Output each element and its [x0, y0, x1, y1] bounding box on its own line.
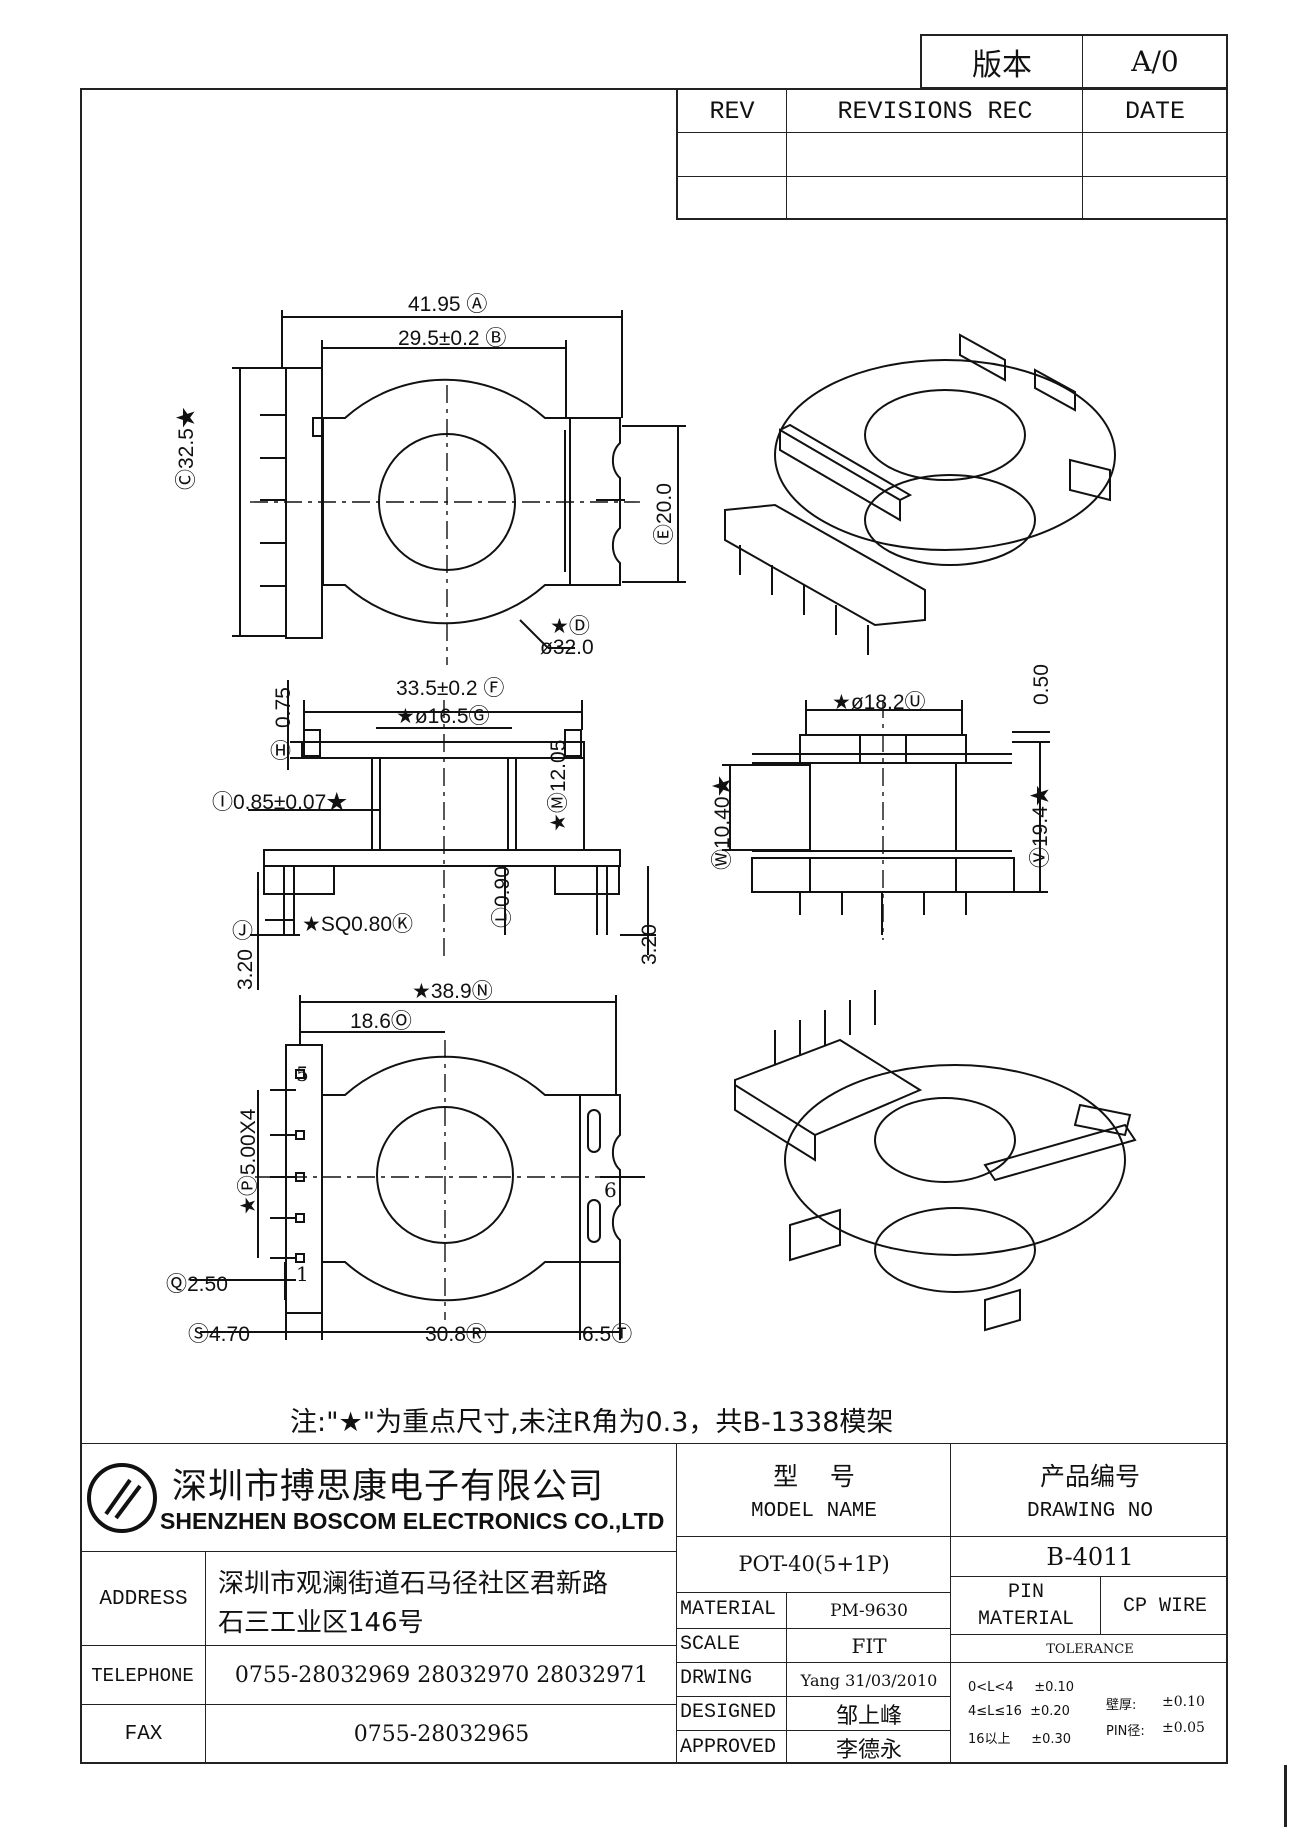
address-line-2: 石三工业区146号: [218, 1608, 424, 1638]
dim-q: Ⓠ2.50: [166, 1273, 228, 1296]
dim-a: 41.95 Ⓐ: [408, 293, 488, 316]
pin-5-label: 5: [296, 1062, 309, 1086]
model-label-cn: 型 号: [773, 1462, 855, 1491]
dim-o: 18.6Ⓞ: [350, 1010, 412, 1033]
version-label: 版本: [972, 47, 1032, 83]
tolerance-row-2: 4≤L≤16 ±0.20: [968, 1704, 1070, 1719]
dim-i: Ⓘ0.85±0.07★: [212, 791, 348, 814]
revisions-table: [676, 88, 1228, 220]
designed-value: 邹上峰: [835, 1704, 902, 1729]
wall-thickness-label: 壁厚:: [1106, 1698, 1137, 1713]
drawing-note: 注:"★"为重点尺寸,未注R角为0.3，共B-1338模架: [290, 1407, 894, 1438]
scale-value: FIT: [851, 1634, 887, 1658]
fax-value: 0755-28032965: [353, 1722, 530, 1747]
dim-s: Ⓢ4.70: [188, 1323, 250, 1346]
side-view: [248, 680, 656, 990]
dim-b: 29.5±0.2 Ⓑ: [398, 327, 507, 350]
drawing-no-label-cn: 产品编号: [1039, 1462, 1140, 1491]
model-label-en: MODEL NAME: [750, 1499, 878, 1523]
date-header: DATE: [1124, 96, 1185, 126]
dim-d: ø32.0: [540, 636, 594, 659]
tolerance-row-3: 16以上 ±0.30: [968, 1732, 1072, 1747]
dim-h: Ⓗ: [270, 740, 291, 763]
dim-j-val: 3.20: [234, 949, 257, 990]
isometric-view-bottom: [734, 990, 1137, 1332]
dim-e: Ⓔ20.0: [653, 483, 676, 545]
bottom-view: [190, 995, 645, 1340]
version-value: A/0: [1131, 45, 1179, 78]
dim-h-val: 0.75: [272, 687, 295, 728]
edge-mark: [1284, 1765, 1287, 1827]
dim-g: ★ø16.5Ⓖ: [396, 705, 490, 728]
dim-f: 33.5±0.2 Ⓕ: [396, 677, 505, 700]
pin-diameter-value: ±0.05: [1162, 1720, 1205, 1736]
dim-w: Ⓦ10.40★: [711, 775, 734, 870]
dim-n: ★38.9Ⓝ: [412, 980, 493, 1003]
telephone-value: 0755-28032969 28032970 28032971: [234, 1663, 649, 1688]
rev-header: REV: [709, 96, 755, 126]
pin-material-value: CP WIRE: [1122, 1594, 1207, 1618]
material-label: MATERIAL: [680, 1598, 777, 1621]
isometric-view-top: [724, 333, 1116, 655]
dim-r: 30.8Ⓡ: [425, 1323, 487, 1346]
tolerance-label: TOLERANCE: [1046, 1641, 1134, 1657]
drawing-no-label-en: DRAWING NO: [1026, 1499, 1154, 1523]
address-label: ADDRESS: [99, 1587, 188, 1611]
material-label-pin: MATERIAL: [977, 1607, 1074, 1631]
approved-value: 李德永: [835, 1738, 902, 1763]
drawing-no-value: B-4011: [1046, 1543, 1134, 1571]
wall-thickness-value: ±0.10: [1162, 1694, 1205, 1710]
tolerance-row-1: 0<L<4 ±0.10: [968, 1680, 1075, 1695]
company-name-en: SHENZHEN BOSCOM ELECTRONICS CO.,LTD: [160, 1508, 665, 1534]
company-name-cn: 深圳市搏思康电子有限公司: [172, 1467, 605, 1507]
material-value: PM-9630: [830, 1601, 908, 1621]
drwing-label: DRWING: [680, 1667, 753, 1690]
dim-k: ★SQ0.80Ⓚ: [302, 913, 414, 936]
dim-p: ★Ⓟ5.00X4: [237, 1108, 260, 1215]
top-view: [232, 310, 686, 649]
address-line-1: 深圳市观澜街道石马径社区君新路: [218, 1569, 609, 1599]
pin-6-label: 6: [604, 1178, 617, 1202]
dim-050: 0.50: [1030, 664, 1053, 705]
front-view: [722, 700, 1050, 935]
dim-c: Ⓒ32.5★: [175, 407, 198, 490]
designed-label: DESIGNED: [680, 1701, 777, 1724]
revisions-rec-header: REVISIONS REC: [837, 96, 1033, 126]
model-value: POT-40(5+1P): [738, 1552, 890, 1576]
dim-right-320: 3.20: [638, 924, 661, 965]
pin-1-label: 1: [296, 1262, 309, 1286]
dim-v: Ⓥ19.4★: [1029, 785, 1052, 868]
approved-label: APPROVED: [680, 1736, 777, 1759]
drawing-frame: [80, 88, 1228, 1764]
telephone-label: TELEPHONE: [91, 1664, 194, 1687]
dim-u: ★ø18.2Ⓤ: [832, 691, 926, 714]
dim-d-star: ★Ⓓ: [550, 615, 590, 638]
scale-label: SCALE: [680, 1633, 741, 1656]
drwing-value: Yang 31/03/2010: [800, 1670, 938, 1690]
pin-diameter-label: PIN径:: [1106, 1724, 1145, 1739]
dim-m: ★Ⓜ12.05: [547, 739, 570, 832]
dim-t: 6.5Ⓣ: [582, 1323, 633, 1346]
dim-l: Ⓛ0.90: [491, 866, 514, 928]
technical-drawing: [190, 310, 1137, 1340]
pin-label: PIN: [1007, 1580, 1044, 1604]
company-logo-icon: [87, 1463, 157, 1533]
fax-label: FAX: [124, 1723, 163, 1746]
dim-j: Ⓙ: [232, 920, 253, 943]
